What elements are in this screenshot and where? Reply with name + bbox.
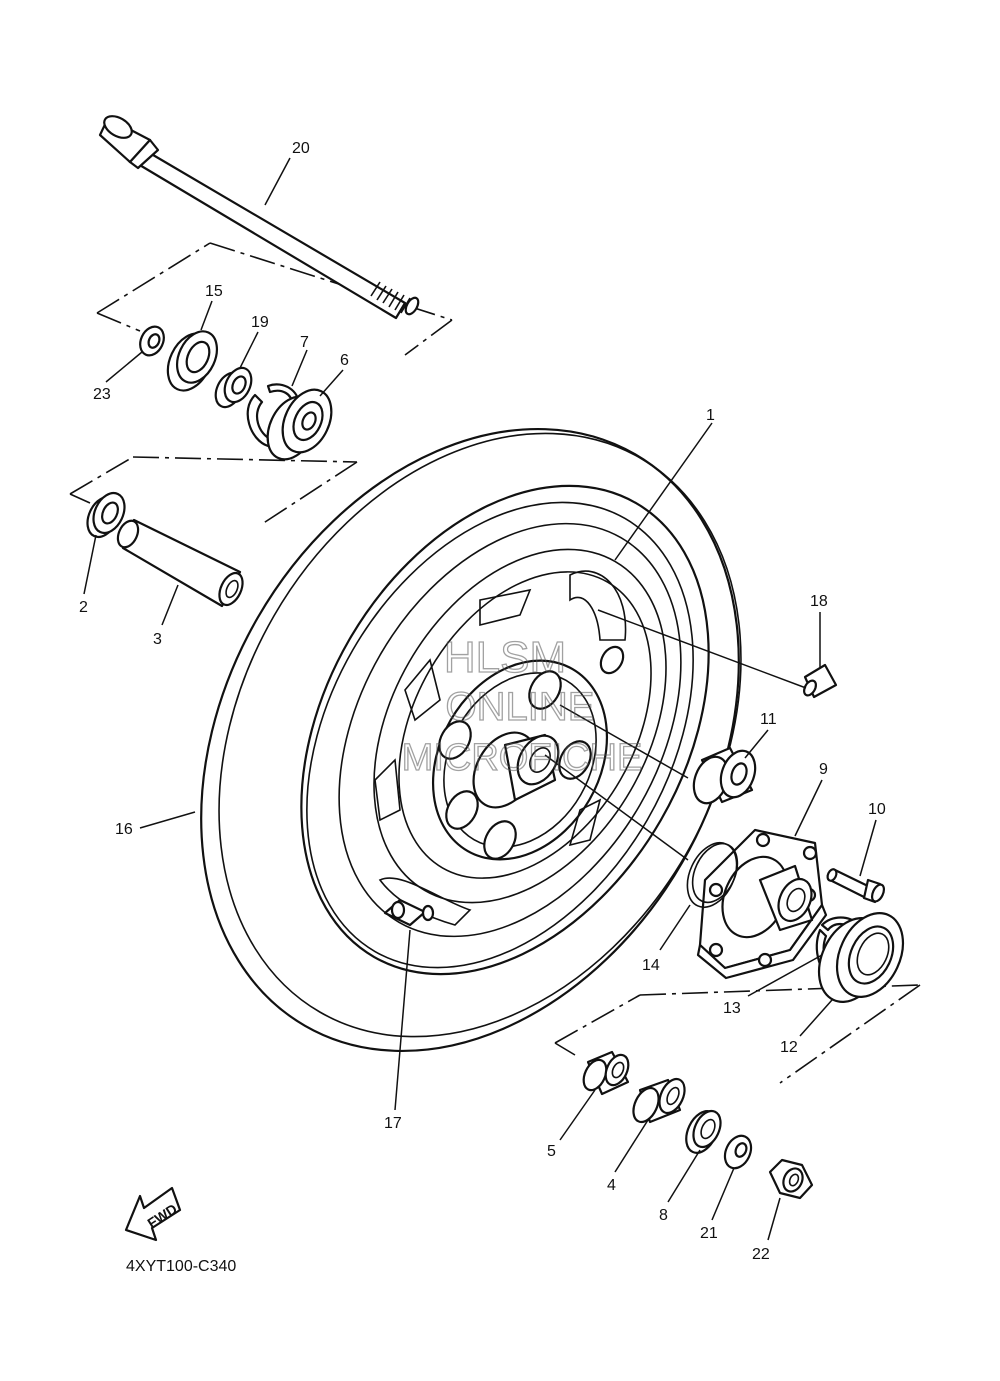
washer-21 <box>723 1134 753 1170</box>
balance-weight-18 <box>803 663 838 699</box>
callout-22: 22 <box>752 1246 770 1263</box>
callout-6: 6 <box>340 352 349 369</box>
collar-11 <box>692 746 757 805</box>
collar-19 <box>214 366 253 409</box>
callout-16: 16 <box>115 821 133 838</box>
callout-3: 3 <box>153 631 162 648</box>
callout-13: 13 <box>723 1000 741 1017</box>
callout-14: 14 <box>642 957 660 974</box>
callout-18: 18 <box>810 593 828 610</box>
front-axle <box>98 115 420 320</box>
hub-flange-9 <box>696 828 828 980</box>
drawing-code: 4XYT100-C340 <box>126 1258 236 1275</box>
callout-7: 7 <box>300 334 309 351</box>
oil-seal-15 <box>166 330 219 392</box>
bearing-6 <box>266 388 333 461</box>
watermark-line-2: ONLINE <box>446 685 595 729</box>
callout-1: 1 <box>706 407 715 424</box>
spacer-4 <box>632 1077 686 1124</box>
callout-23: 23 <box>93 386 111 403</box>
o-ring-14 <box>686 842 739 908</box>
oil-seal-2 <box>86 491 126 539</box>
bolt-10 <box>826 868 886 904</box>
callout-10: 10 <box>868 801 886 818</box>
callout-labels: 1 2 3 4 5 6 7 8 9 10 11 12 13 14 15 16 1… <box>79 140 886 1263</box>
spacer-group-outline <box>69 456 358 525</box>
leader-lines <box>83 157 877 1241</box>
callout-20: 20 <box>292 140 310 157</box>
watermark-line-1: HLSM <box>444 633 566 682</box>
nut-22 <box>768 1158 814 1200</box>
callout-11: 11 <box>760 711 777 728</box>
callout-2: 2 <box>79 599 88 616</box>
oil-seal-12 <box>817 912 905 1003</box>
callout-9: 9 <box>819 761 828 778</box>
washer-23 <box>139 325 165 357</box>
callout-5: 5 <box>547 1143 556 1160</box>
callout-21: 21 <box>700 1225 718 1242</box>
spacer-tube-3 <box>116 518 244 608</box>
callout-4: 4 <box>607 1177 616 1194</box>
callout-17: 17 <box>384 1115 402 1132</box>
callout-19: 19 <box>251 314 269 331</box>
callout-15: 15 <box>205 283 223 300</box>
cast-wheel-1 <box>306 501 694 969</box>
watermark-line-3: MICROFICHE <box>402 737 643 779</box>
air-valve-17 <box>383 898 435 927</box>
callout-8: 8 <box>659 1207 668 1224</box>
watermark: HLSM ONLINE MICROFICHE <box>401 632 643 779</box>
washer-8 <box>685 1109 722 1154</box>
callout-12: 12 <box>780 1039 798 1056</box>
collar-5 <box>582 1050 630 1096</box>
fwd-arrow-icon: FWD <box>124 1186 182 1242</box>
